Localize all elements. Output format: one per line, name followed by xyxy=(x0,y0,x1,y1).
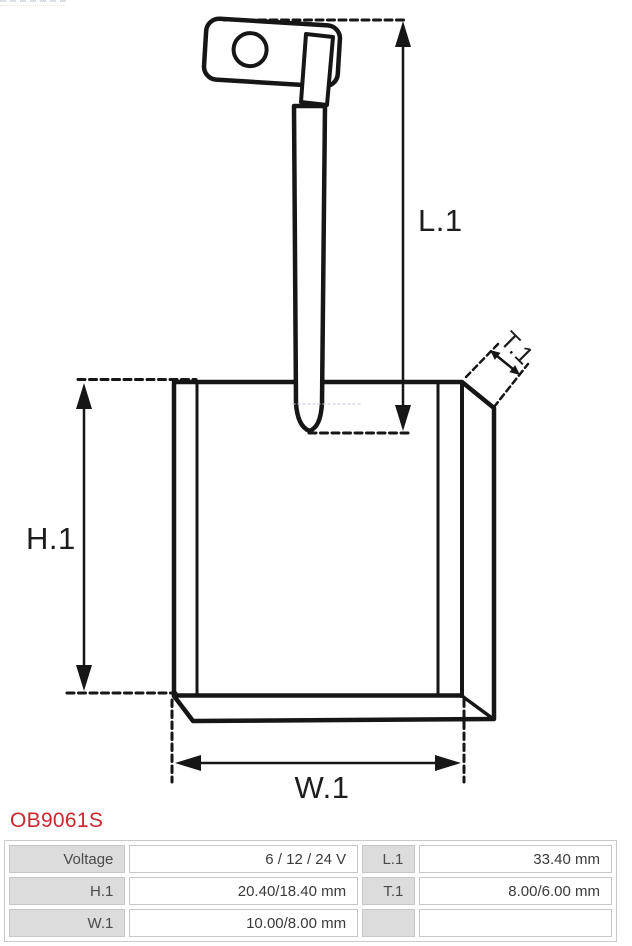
spec-table: Voltage 6 / 12 / 24 V L.1 33.40 mm H.1 2… xyxy=(4,840,617,942)
dim-height-label: H.1 xyxy=(26,521,76,556)
spec-value-l1: 33.40 mm xyxy=(419,845,612,873)
dim-thickness-ext-b-dashed xyxy=(492,362,530,409)
brush-bottom-right-slant xyxy=(460,694,494,720)
dim-thickness-arrow-b xyxy=(509,365,520,375)
spec-row-1: Voltage 6 / 12 / 24 V L.1 33.40 mm xyxy=(9,845,612,873)
dim-width: W.1 xyxy=(170,698,466,805)
top-left-scan-artifact xyxy=(0,0,66,6)
dim-thickness-line xyxy=(495,354,515,371)
terminal-hole xyxy=(231,31,269,69)
spec-label-voltage: Voltage xyxy=(9,845,126,873)
spec-row-2: H.1 20.40/18.40 mm T.1 8.00/6.00 mm xyxy=(9,877,612,905)
dim-length-label: L.1 xyxy=(418,203,463,238)
dim-height-arrow-down xyxy=(76,665,92,691)
brush-body xyxy=(171,379,497,724)
brush-technical-drawing: L.1 H.1 W.1 T.1 xyxy=(26,16,539,805)
brush-drawing-svg: L.1 H.1 W.1 T.1 xyxy=(26,16,539,805)
dim-thickness-arrow-a xyxy=(490,350,501,360)
dim-length-arrow-up xyxy=(395,21,411,47)
dim-thickness-label: T.1 xyxy=(494,326,538,370)
spec-label-w1: W.1 xyxy=(9,909,126,937)
spec-value-empty xyxy=(419,909,612,937)
spec-label-empty xyxy=(362,909,416,937)
dim-width-label: W.1 xyxy=(295,770,350,805)
spec-value-h1: 20.40/18.40 mm xyxy=(129,877,359,905)
dim-length: L.1 xyxy=(222,18,463,435)
dim-height: H.1 xyxy=(26,378,198,695)
spec-label-l1: L.1 xyxy=(362,845,416,873)
dim-width-arrow-left xyxy=(175,755,201,771)
spec-row-3: W.1 10.00/8.00 mm xyxy=(9,909,612,937)
dim-thickness-ext-a-dashed xyxy=(464,340,502,379)
dim-length-arrow-down xyxy=(395,405,411,431)
spec-label-t1: T.1 xyxy=(362,877,416,905)
spec-value-voltage: 6 / 12 / 24 V xyxy=(129,845,359,873)
spec-value-t1: 8.00/6.00 mm xyxy=(419,877,612,905)
spec-value-w1: 10.00/8.00 mm xyxy=(129,909,359,937)
spec-label-h1: H.1 xyxy=(9,877,126,905)
lead-wire xyxy=(291,103,328,434)
part-number: OB9061S xyxy=(10,809,104,832)
terminal-tab xyxy=(299,32,335,107)
dim-height-arrow-up xyxy=(76,383,92,409)
dim-width-arrow-right xyxy=(435,755,461,771)
